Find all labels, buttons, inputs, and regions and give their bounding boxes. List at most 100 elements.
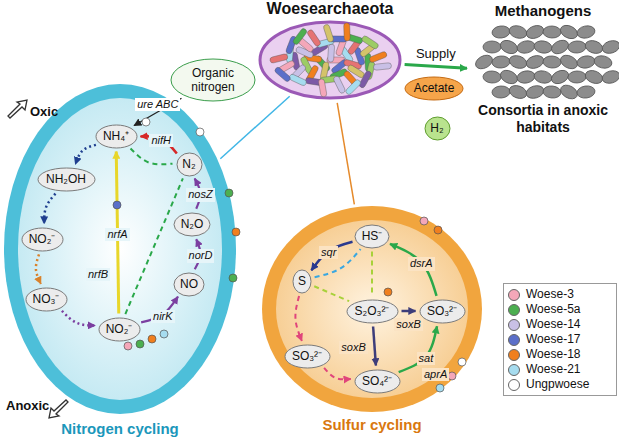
ellipse-outline	[177, 153, 202, 176]
compound-ellipse: NH₄⁺	[95, 124, 138, 149]
text-slot: Nitrogen cycling	[4, 420, 236, 438]
legend-text: Woese-5a	[526, 302, 580, 316]
zone-label: Oxic	[30, 104, 58, 120]
ellipse-outline	[174, 213, 210, 236]
oxic-arrow	[8, 100, 27, 118]
compound-ellipse: NO₃⁻	[25, 287, 68, 312]
legend-swatch	[508, 319, 520, 331]
compound-ellipse: HS⁻	[354, 224, 390, 249]
legend-row: Woese-21	[508, 362, 612, 377]
text-slot: Consortia in anoxic habitats	[470, 102, 616, 136]
lineage-dot	[420, 217, 428, 225]
lineage-dot	[160, 330, 168, 338]
methanogen-cell	[508, 24, 529, 40]
ellipse-outline	[99, 318, 140, 341]
pathway-arrow	[337, 103, 354, 205]
methanogen-cell	[516, 69, 536, 84]
label-slot: soxB	[339, 337, 367, 355]
cell-rod	[288, 73, 307, 86]
compound-label: NH₂OH	[46, 172, 86, 186]
label-slot: nrfA	[105, 224, 129, 242]
label-slot: Supply	[414, 44, 458, 62]
methanogen-cell	[498, 68, 519, 87]
node-heading: Woesearchaeota	[267, 0, 394, 18]
organism-cell-outline	[258, 20, 402, 100]
cell-rod	[358, 70, 372, 89]
zone-label: Anoxic	[6, 398, 49, 414]
label-slot: nosZ	[186, 184, 214, 202]
methanogen-cell	[558, 23, 579, 41]
gene-label: nrfA	[105, 228, 129, 241]
methanogen-cell	[498, 38, 519, 56]
methanogen-cell	[473, 52, 495, 71]
compound-ellipse: SO₃²⁻	[419, 299, 466, 324]
methanogen-cell	[507, 83, 528, 100]
label-slot: nifH	[149, 130, 173, 148]
node-heading: Methanogens	[495, 2, 592, 20]
cell-rod	[327, 44, 334, 62]
legend-row: Woese-14	[508, 317, 612, 332]
label-slot: soxB	[394, 314, 422, 332]
compound-label: SO₃²⁻	[427, 304, 457, 318]
compound-label: NH₄⁺	[103, 129, 129, 143]
compound-label: SO₄²⁻	[362, 374, 392, 388]
text-slot: Woesearchaeota	[218, 0, 442, 18]
lineage-dot	[448, 372, 456, 380]
methanogen-cell	[533, 40, 553, 55]
cell-rod	[318, 78, 327, 97]
compound-label: NO₃⁻	[33, 292, 60, 306]
methanogen-cell	[583, 68, 604, 86]
node-note: Consortia in anoxic habitats	[470, 102, 616, 136]
compound-ellipse: NH₂OH	[37, 167, 96, 192]
gene-label: nrfB	[86, 268, 110, 281]
lineage-dot	[434, 226, 442, 234]
compound-label: SO₃²⁻	[292, 349, 322, 363]
ellipse-outline	[355, 225, 389, 248]
gene-label: dsrA	[408, 257, 435, 270]
compound-ellipse: SO₃²⁻	[284, 344, 331, 369]
compound-ellipse: N₂O	[173, 212, 211, 237]
cell-rod	[274, 66, 292, 82]
compound-ellipse: S₂O₃²⁻	[346, 299, 399, 324]
legend-row: Woese-17	[508, 332, 612, 347]
ellipse-outline	[174, 273, 204, 296]
cell-rod	[345, 79, 362, 96]
gene-label: ure ABC	[135, 98, 180, 111]
lineage-dot	[113, 201, 121, 209]
legend-row: Woese-18	[508, 347, 612, 362]
compound-ellipse: N₂	[176, 152, 203, 177]
lineage-dot	[142, 118, 150, 126]
legend-text: Woese-18	[526, 347, 580, 361]
substrate-ellipse: H₂	[424, 116, 451, 141]
methanogen-cell	[516, 39, 536, 55]
gene-label: soxB	[339, 341, 367, 354]
methanogen-cell	[525, 53, 546, 70]
compound-label: NO₂⁻	[29, 232, 56, 246]
ellipse-outline	[420, 300, 465, 323]
gene-label: soxB	[394, 318, 422, 331]
gene-label: aprA	[422, 368, 449, 381]
ellipse-outline	[171, 59, 255, 101]
cell-rod	[361, 35, 379, 50]
methanogen-cell	[525, 84, 546, 101]
lineage-dot	[124, 342, 132, 350]
legend-swatch	[508, 289, 520, 301]
legend-swatch	[508, 364, 520, 376]
label-slot: nrfB	[86, 264, 110, 282]
ellipse-outline	[96, 125, 137, 148]
label-slot: ure ABC	[135, 94, 180, 112]
cell-rod	[269, 53, 288, 63]
gene-label: Supply	[414, 46, 458, 62]
compound-label: N₂	[182, 157, 195, 171]
cycle-ring	[4, 84, 236, 414]
cell-rod	[333, 75, 346, 94]
methanogen-cell	[483, 41, 501, 53]
methanogen-cell	[549, 38, 570, 57]
legend-text: Woese-21	[526, 362, 580, 376]
organism-cell: Woesearchaeota	[258, 20, 402, 100]
compound-ellipse: S	[292, 269, 312, 294]
node-heading: Sulfur cycling	[322, 416, 421, 434]
gene-label: nifH	[149, 134, 173, 147]
gene-label: norD	[187, 249, 215, 262]
ellipse-outline	[22, 228, 63, 251]
